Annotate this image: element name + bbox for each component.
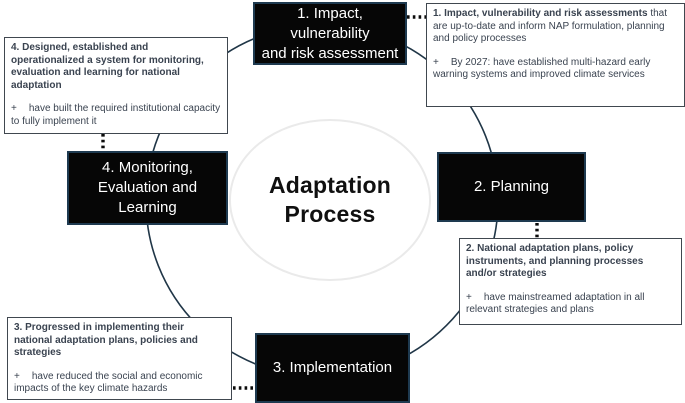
plus-marker: + [466, 291, 472, 303]
note-lead-planning: 2. National adaptation plans, policy ins… [466, 243, 675, 281]
stage-label-line: 1. Impact, [297, 4, 363, 22]
note-lead-implementation: 3. Progressed in implementing their nati… [14, 322, 225, 360]
stage-box-planning: 2. Planning [437, 152, 586, 222]
note-bullet-implementation: +have reduced the social and economic im… [14, 371, 225, 396]
plus-marker: + [14, 370, 20, 382]
note-lead-bold: 1. Impact, vulnerability and risk assess… [433, 8, 648, 19]
stage-label-assessment: 1. Impact, vulnerability and risk assess… [262, 4, 399, 64]
note-lead-rest: that are up-to-date and inform NAP formu… [433, 8, 668, 44]
plus-marker: + [433, 56, 439, 68]
note-lead-assessment: 1. Impact, vulnerability and risk assess… [433, 8, 678, 46]
note-bullet-text: By 2027: have established multi-hazard e… [433, 56, 651, 81]
plus-marker: + [11, 103, 17, 114]
stage-label-mel: 4. Monitoring, Evaluation and Learning [98, 158, 197, 218]
diagram-title-line: Process [284, 201, 376, 227]
stage-label-line: Evaluation and [97, 179, 198, 196]
note-box-mel: 4. Designed, established and operational… [4, 37, 228, 134]
note-lead-bold: 2. National adaptation plans, policy ins… [466, 243, 644, 279]
diagram-title: Adaptation Process [269, 171, 391, 229]
note-lead-bold: 3. Progressed in implementing their nati… [14, 322, 198, 358]
stage-box-implementation: 3. Implementation [255, 333, 410, 403]
stage-label-planning: 2. Planning [473, 178, 550, 195]
note-box-implementation: 3. Progressed in implementing their nati… [7, 317, 232, 400]
stage-label-line: vulnerability [290, 24, 370, 42]
stage-label-line: 4. Monitoring, [102, 159, 193, 176]
stage-label-line: and risk assessment [261, 44, 399, 62]
note-lead-bold: 4. Designed, established and operational… [11, 42, 204, 91]
stage-label-line: Learning [118, 199, 177, 216]
note-bullet-text: have built the required institutional ca… [11, 103, 221, 127]
note-box-planning: 2. National adaptation plans, policy ins… [459, 238, 682, 325]
diagram-title-line: Adaptation [268, 172, 392, 198]
note-box-assessment: 1. Impact, vulnerability and risk assess… [426, 3, 685, 107]
stage-box-monitoring-evaluation-learning: 4. Monitoring, Evaluation and Learning [67, 151, 228, 225]
note-lead-mel: 4. Designed, established and operational… [11, 42, 221, 92]
note-bullet-mel: +have built the required institutional c… [11, 103, 221, 128]
note-bullet-planning: +have mainstreamed adaptation in all rel… [466, 292, 675, 317]
note-bullet-assessment: +By 2027: have established multi-hazard … [433, 57, 678, 82]
stage-label-implementation: 3. Implementation [272, 359, 393, 376]
note-bullet-text: have mainstreamed adaptation in all rele… [466, 291, 645, 316]
center-ellipse: Adaptation Process [229, 119, 431, 281]
stage-box-assessment: 1. Impact, vulnerability and risk assess… [253, 2, 407, 65]
note-bullet-text: have reduced the social and economic imp… [14, 370, 203, 395]
